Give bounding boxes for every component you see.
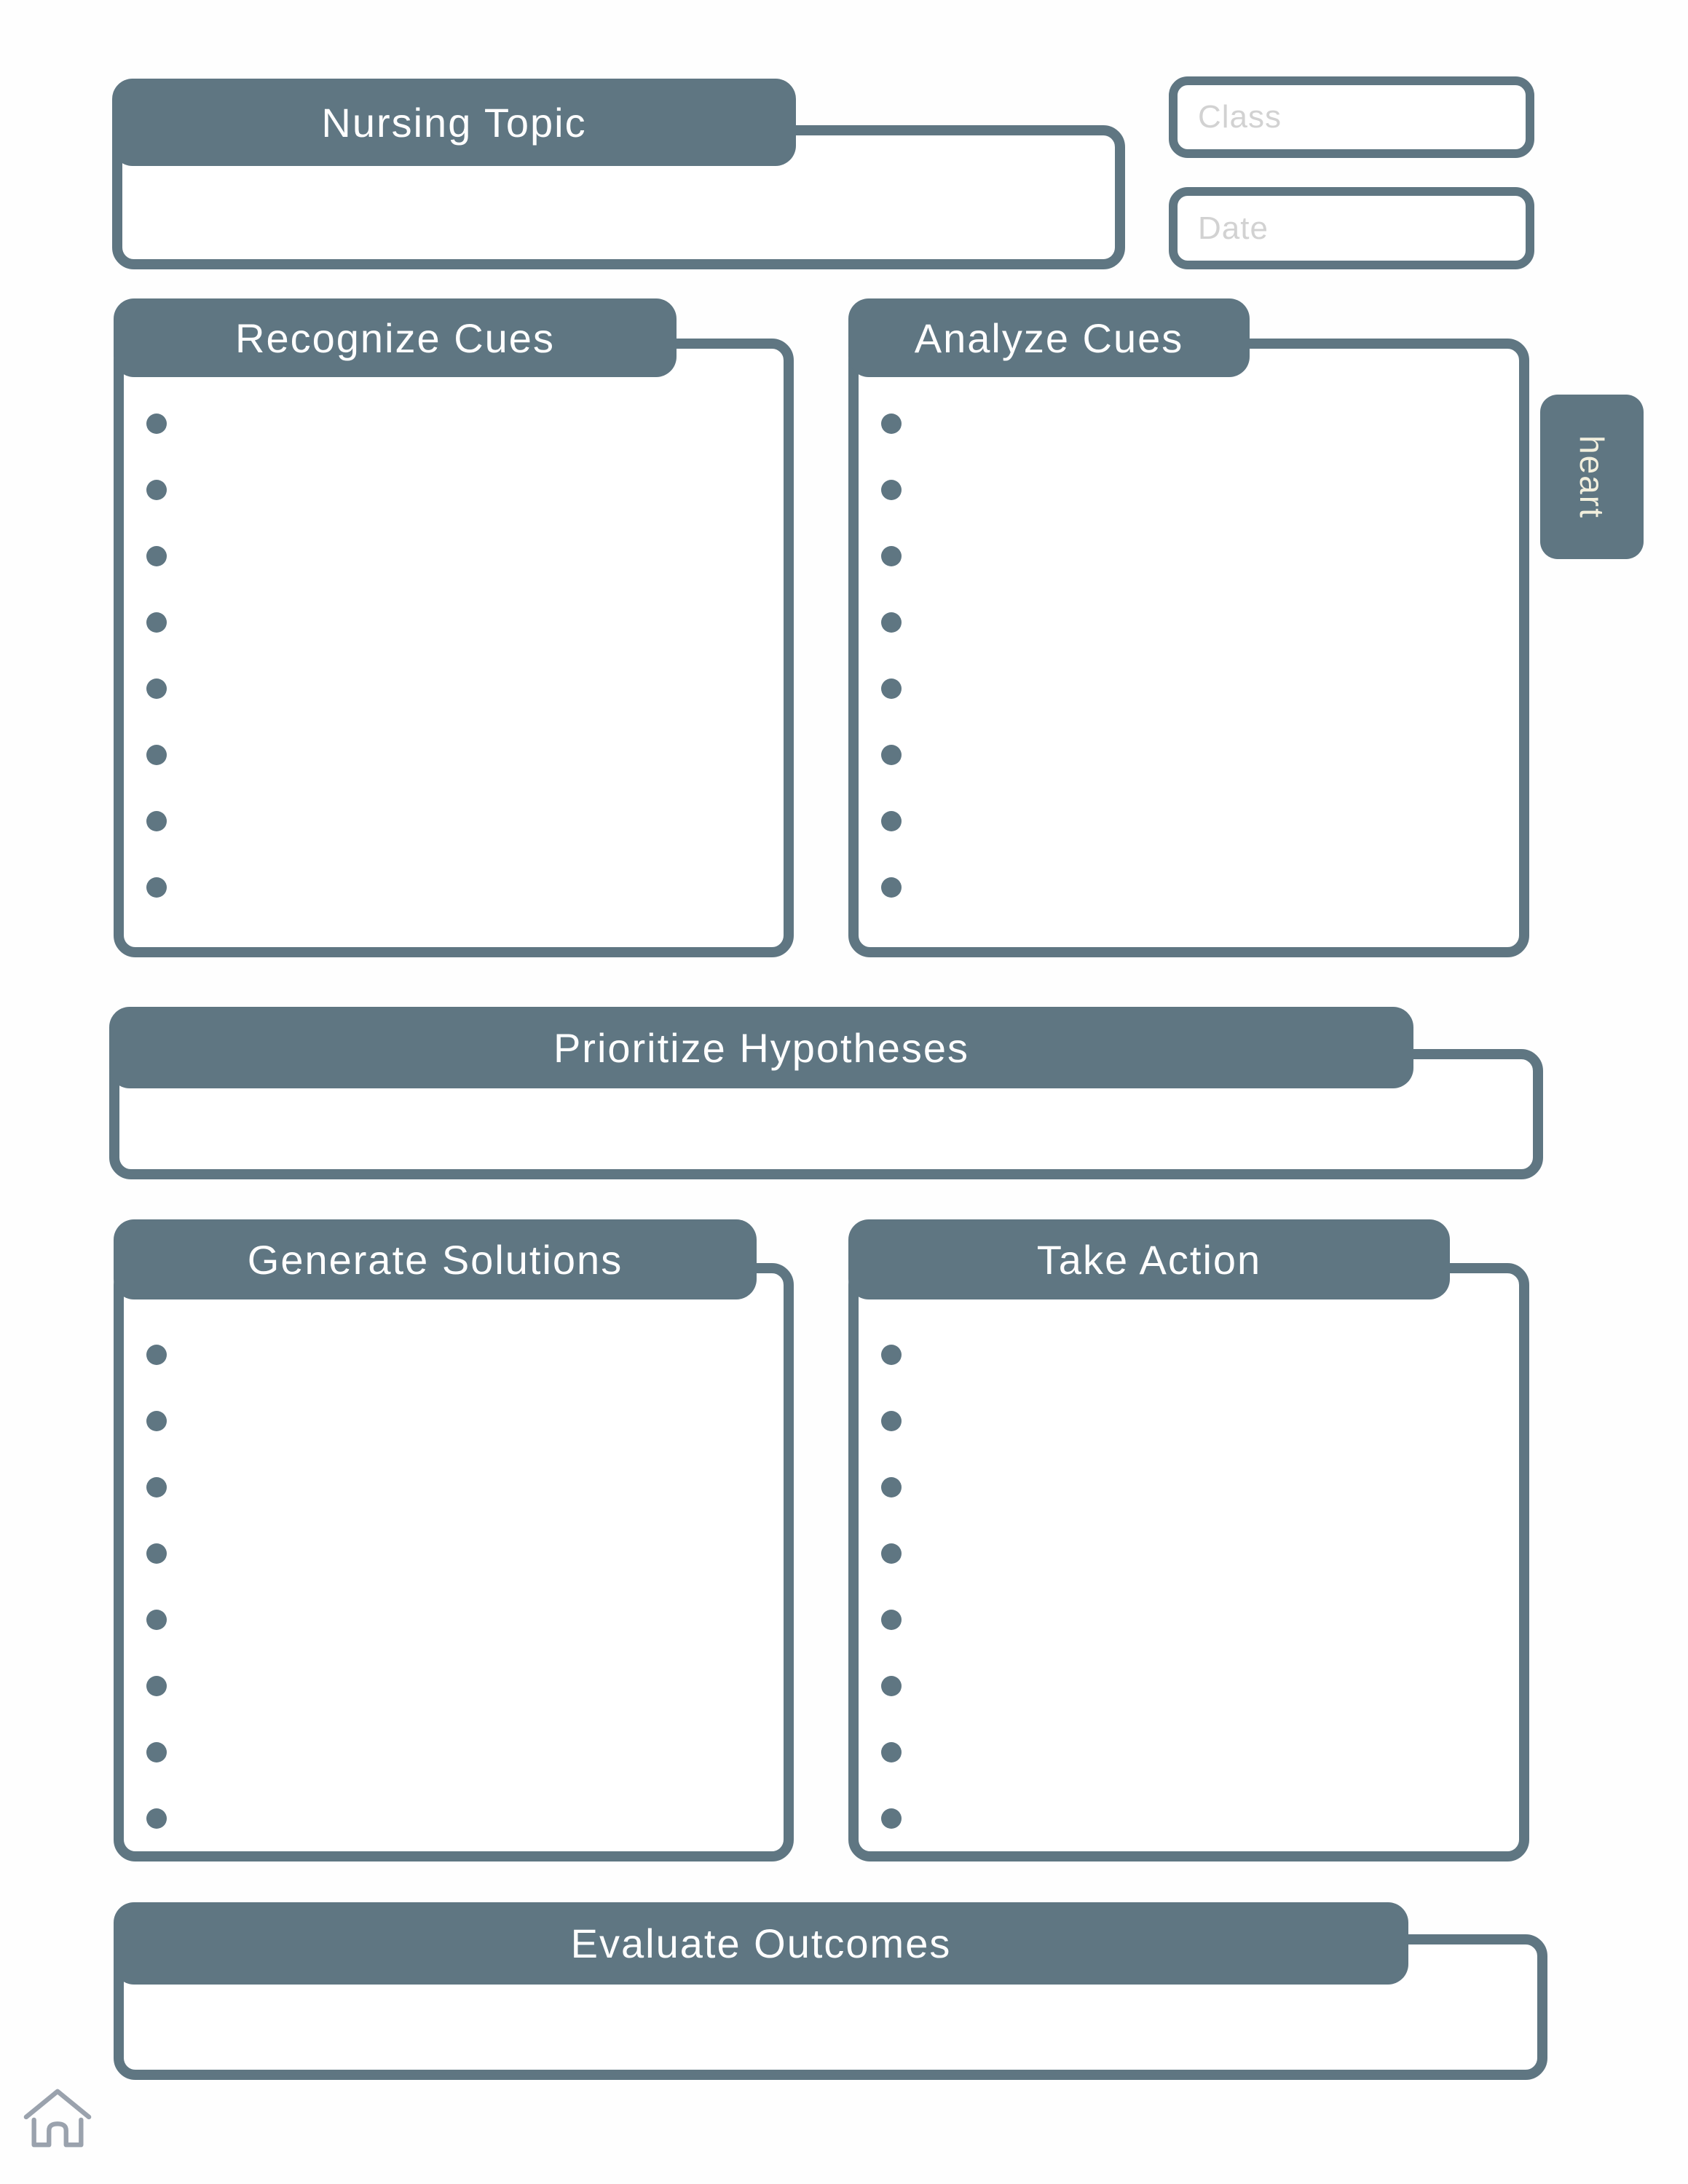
analyze-cues-label: Analyze Cues — [914, 314, 1184, 361]
heart-side-tab-label: heart — [1573, 435, 1611, 519]
generate-solutions-notes[interactable] — [114, 1263, 794, 1861]
bullet-dot — [146, 1477, 167, 1497]
take-action-notes[interactable] — [848, 1263, 1529, 1861]
evaluate-outcomes-label: Evaluate Outcomes — [570, 1920, 952, 1966]
bullet-dot — [881, 480, 902, 500]
nursing-topic-tab: Nursing Topic — [112, 79, 796, 166]
bullet-dot — [146, 1808, 167, 1829]
bullet-dot — [146, 877, 167, 898]
bullet-dot — [881, 1345, 902, 1365]
bullet-dot — [881, 1411, 902, 1431]
bullet-dot — [881, 1808, 902, 1829]
take-action-label: Take Action — [1036, 1236, 1262, 1283]
generate-solutions-tab: Generate Solutions — [114, 1219, 757, 1299]
prioritize-hypotheses-tab: Prioritize Hypotheses — [109, 1007, 1413, 1088]
bullet-dot — [146, 1411, 167, 1431]
bullet-dot — [881, 414, 902, 434]
bullet-dot — [146, 1676, 167, 1696]
generate-solutions-label: Generate Solutions — [247, 1236, 623, 1283]
analyze-cues-bullet-list — [881, 349, 902, 898]
bullet-dot — [881, 612, 902, 633]
recognize-cues-tab: Recognize Cues — [114, 298, 677, 377]
bullet-dot — [881, 877, 902, 898]
bullet-dot — [146, 480, 167, 500]
bullet-dot — [881, 811, 902, 831]
bullet-dot — [146, 745, 167, 765]
nursing-topic-label: Nursing Topic — [321, 99, 587, 146]
recognize-cues-bullet-list — [146, 349, 167, 898]
recognize-cues-notes[interactable] — [114, 339, 794, 957]
bullet-dot — [146, 1610, 167, 1630]
home-icon — [23, 2089, 92, 2148]
date-input[interactable] — [1169, 187, 1534, 269]
bullet-dot — [881, 546, 902, 566]
bullet-dot — [881, 1676, 902, 1696]
bullet-dot — [146, 612, 167, 633]
generate-solutions-bullet-list — [146, 1273, 167, 1829]
bullet-dot — [881, 745, 902, 765]
analyze-cues-notes[interactable] — [848, 339, 1529, 957]
bullet-dot — [146, 1345, 167, 1365]
bullet-dot — [881, 1543, 902, 1564]
bullet-dot — [146, 678, 167, 699]
bullet-dot — [881, 678, 902, 699]
bullet-dot — [146, 811, 167, 831]
bullet-dot — [146, 546, 167, 566]
recognize-cues-label: Recognize Cues — [235, 314, 555, 361]
home-button[interactable] — [22, 2082, 93, 2152]
class-input[interactable] — [1169, 76, 1534, 158]
bullet-dot — [146, 1742, 167, 1762]
take-action-tab: Take Action — [848, 1219, 1450, 1299]
analyze-cues-tab: Analyze Cues — [848, 298, 1250, 377]
evaluate-outcomes-tab: Evaluate Outcomes — [114, 1902, 1408, 1985]
take-action-bullet-list — [881, 1273, 902, 1829]
bullet-dot — [881, 1477, 902, 1497]
heart-side-tab[interactable]: heart — [1540, 395, 1644, 559]
prioritize-hypotheses-label: Prioritize Hypotheses — [553, 1024, 970, 1071]
bullet-dot — [146, 1543, 167, 1564]
bullet-dot — [146, 414, 167, 434]
bullet-dot — [881, 1742, 902, 1762]
bullet-dot — [881, 1610, 902, 1630]
